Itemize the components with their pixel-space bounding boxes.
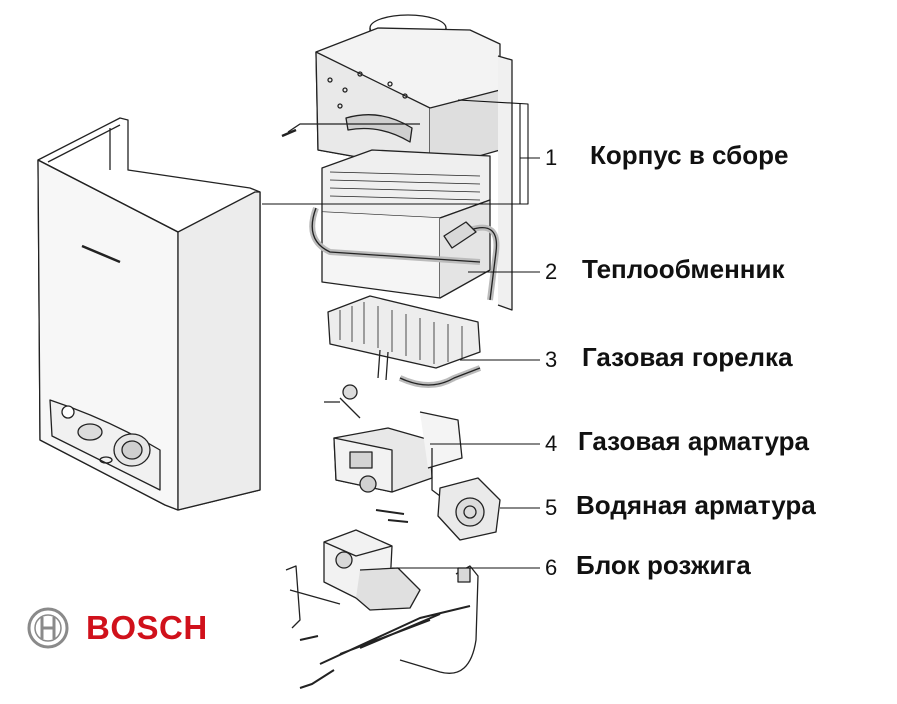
- brand-name: BOSCH: [86, 609, 208, 646]
- part-number-4: 4: [545, 431, 558, 456]
- part-label-1: Корпус в сборе: [590, 140, 789, 170]
- part-number-5: 5: [545, 495, 558, 520]
- heat-exchanger-drawing: [309, 149, 500, 301]
- part-label-5: Водяная арматура: [576, 490, 816, 520]
- leader-lines: [262, 99, 540, 569]
- front-cover-drawing: [37, 117, 261, 511]
- housing-assembly-drawing: [281, 14, 513, 311]
- part-number-6: 6: [545, 555, 558, 580]
- part-number-3: 3: [545, 347, 558, 372]
- ignition-block-drawing: [285, 529, 479, 689]
- part-label-6: Блок розжига: [576, 550, 751, 580]
- bosch-armature-icon: [27, 607, 69, 649]
- part-number-2: 2: [545, 259, 558, 284]
- gas-valve-drawing: [333, 411, 463, 497]
- part-number-1: 1: [545, 145, 558, 170]
- part-label-3: Газовая горелка: [582, 342, 793, 372]
- gas-burner-drawing: [324, 295, 482, 419]
- part-label-4: Газовая арматура: [578, 426, 810, 456]
- water-valve-drawing: [375, 477, 501, 541]
- brand-logo: BOSCH: [26, 606, 208, 650]
- part-label-2: Теплообменник: [582, 254, 785, 284]
